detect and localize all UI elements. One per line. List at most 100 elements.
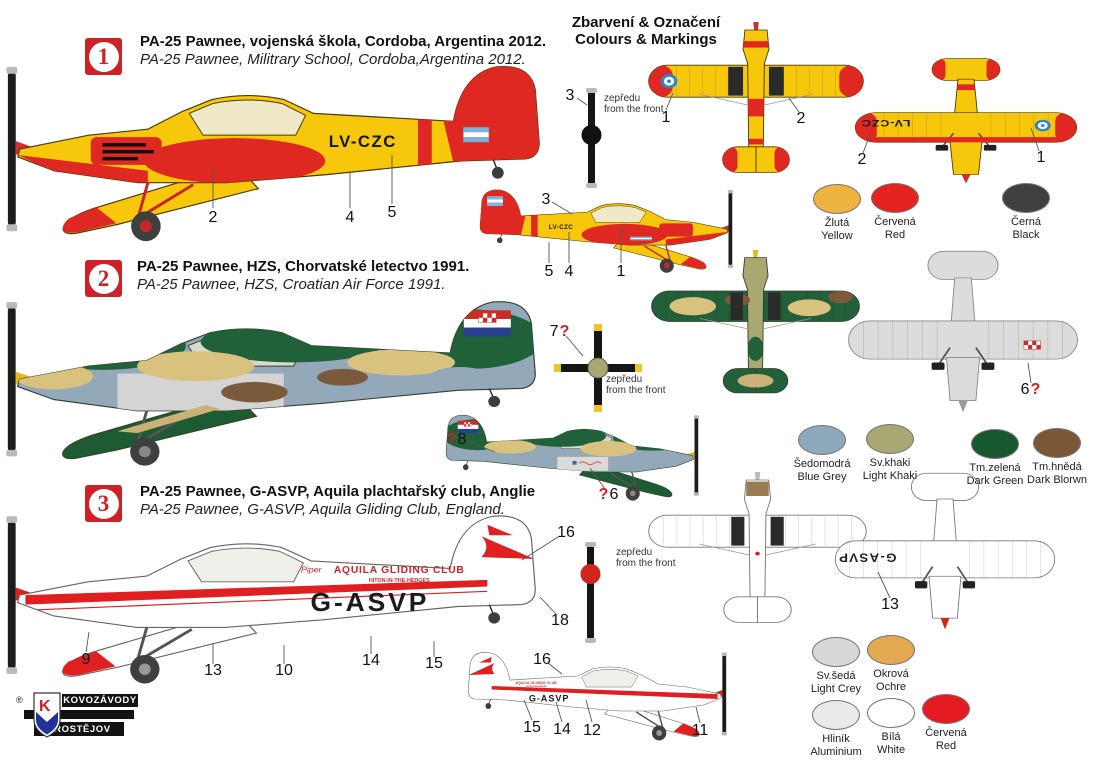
propeller-hub — [587, 357, 609, 379]
front-label-cs: zepředu — [616, 547, 653, 558]
croatia-flag — [463, 310, 511, 337]
wing-camo-streak — [117, 405, 221, 434]
registration-text: LV-CZC — [329, 132, 397, 151]
red-wingtip — [62, 651, 116, 676]
front-label-cs: zepředu — [606, 374, 643, 385]
scheme2-title-cs: PA-25 Pawnee, HZS, Chorvatské letectvo 1… — [137, 258, 470, 275]
header-czech: Zbarvení & Označení — [571, 14, 721, 31]
swatch-ellipse — [813, 184, 861, 214]
red-fin — [443, 66, 540, 163]
grey-hopper-marking — [556, 456, 609, 472]
front-label-en: from the front — [616, 558, 676, 569]
swatch-label-en: Yellow — [821, 229, 853, 242]
callout-18: 18 — [551, 612, 569, 629]
callout-16: 16 — [557, 524, 575, 541]
scheme3-title-en: PA-25 Pawnee, G-ASVP, Aquila Gliding Clu… — [140, 501, 505, 518]
scheme3-front-label: zepředu from the front — [616, 547, 675, 569]
red-wing-fairing — [143, 138, 326, 183]
scheme2-front-label: zepředu from the front — [606, 374, 665, 396]
swatch-label-cs: Hliník — [822, 733, 850, 745]
scheme1-title-en: PA-25 Pawnee, Militrary School, Cordoba,… — [140, 51, 526, 68]
scheme3-side-view: Piper AQUILA GLIDING CLUB HITON-IN-THE-H… — [4, 514, 537, 685]
shield-letter: K — [39, 698, 51, 715]
registration-text-small: G-ASVP — [529, 693, 570, 703]
scheme2-title: PA-25 Pawnee, HZS, Chorvatské letectvo 1… — [137, 258, 469, 294]
red-belly — [17, 154, 148, 183]
callout-3: 3 — [565, 87, 575, 104]
sheet-header: Zbarvení & Označení Colours & Markings — [548, 14, 744, 48]
front-label-en: from the front — [606, 385, 666, 396]
swatch-ellipse — [922, 694, 970, 724]
swatch-ellipse — [798, 425, 846, 455]
swatch-label-en: Red — [935, 739, 957, 752]
swatch-ellipse — [867, 635, 915, 665]
propeller-hub — [581, 125, 602, 145]
club-title-small: AQUILA GLIDING CLUB — [516, 681, 558, 685]
scheme1-bottom-view: LV-CZC — [854, 57, 1078, 185]
swatch-label-en: Black — [1012, 228, 1040, 241]
brand-name-top: KOVOZÁVODY — [63, 695, 137, 706]
brand-logo: ® KOVOZÁVODY PROSTĚJOV K — [16, 692, 142, 748]
scheme1-propeller-front — [581, 88, 602, 188]
scheme3-badge: 3 — [85, 485, 122, 522]
scheme2-badge: 2 — [85, 260, 122, 297]
registration-under-wing: LV-CZC — [861, 117, 910, 127]
walkway-left — [731, 516, 745, 546]
red-cheat-line — [25, 579, 488, 605]
scheme2-bottom-view — [847, 250, 1079, 414]
scheme1-title: PA-25 Pawnee, vojenská škola, Cordoba, A… — [140, 33, 546, 69]
scheme3-number: 3 — [97, 491, 110, 516]
swatch-label-en: Aluminium — [810, 745, 862, 758]
roundel-under — [1034, 119, 1051, 132]
club-subtitle-small: HITON-IN-THE-HEDGES — [526, 686, 547, 688]
club-title: AQUILA GLIDING CLUB — [334, 565, 465, 576]
swatch-ellipse — [1033, 428, 1081, 458]
swatch-ellipse — [812, 637, 860, 667]
swatch-label-cs: Černá — [1011, 216, 1041, 228]
red-leading-edge — [855, 137, 1077, 143]
swatch-label-cs: Šedomodrá — [793, 458, 851, 470]
scheme2-side-view — [4, 300, 537, 468]
walkway-right — [768, 66, 784, 96]
swatch-ellipse — [866, 424, 914, 454]
argentina-flag-rudder — [487, 196, 504, 207]
argentina-flag — [462, 126, 490, 143]
croatia-flag-small — [457, 420, 479, 434]
swatch-label-cs: Sv.khaki — [869, 457, 911, 469]
brand-name-bottom: PROSTĚJOV — [47, 723, 111, 735]
swatch-label-cs: Sv.šedá — [816, 670, 856, 682]
propeller-blade — [587, 544, 594, 640]
swatch-label-cs: Bílá — [881, 731, 901, 743]
walkway-left — [730, 292, 743, 320]
front-label-cs: zepředu — [604, 93, 641, 104]
swatch-ellipse — [812, 700, 860, 730]
front-label-en: from the front — [604, 104, 664, 115]
red-wingtip-left — [648, 65, 673, 98]
red-wingtip-right — [839, 65, 864, 98]
scheme2-propeller-front — [554, 324, 642, 412]
swatch-label-en: Red — [884, 228, 906, 241]
shield-chevron — [36, 712, 58, 735]
registered-trademark-mark: ® — [16, 695, 23, 705]
logo-shield: K — [33, 692, 61, 738]
swatch-label-cs: Červená — [925, 727, 967, 739]
red-wingtip — [62, 207, 117, 233]
scheme3-title-cs: PA-25 Pawnee, G-ASVP, Aquila plachtařský… — [140, 483, 536, 500]
swatch-label-cs: Žlutá — [824, 217, 850, 229]
scheme1-badge: 1 — [85, 38, 122, 75]
scheme1-side-view-small: LV-CZC — [479, 189, 734, 274]
piper-script-logo: Piper — [301, 564, 323, 574]
scheme1-top-view — [648, 22, 864, 173]
walkway-right — [770, 516, 784, 546]
registration-under-wing: G-ASVP — [838, 551, 897, 564]
club-subtitle: HITON-IN-THE-HEDGES — [369, 578, 430, 584]
